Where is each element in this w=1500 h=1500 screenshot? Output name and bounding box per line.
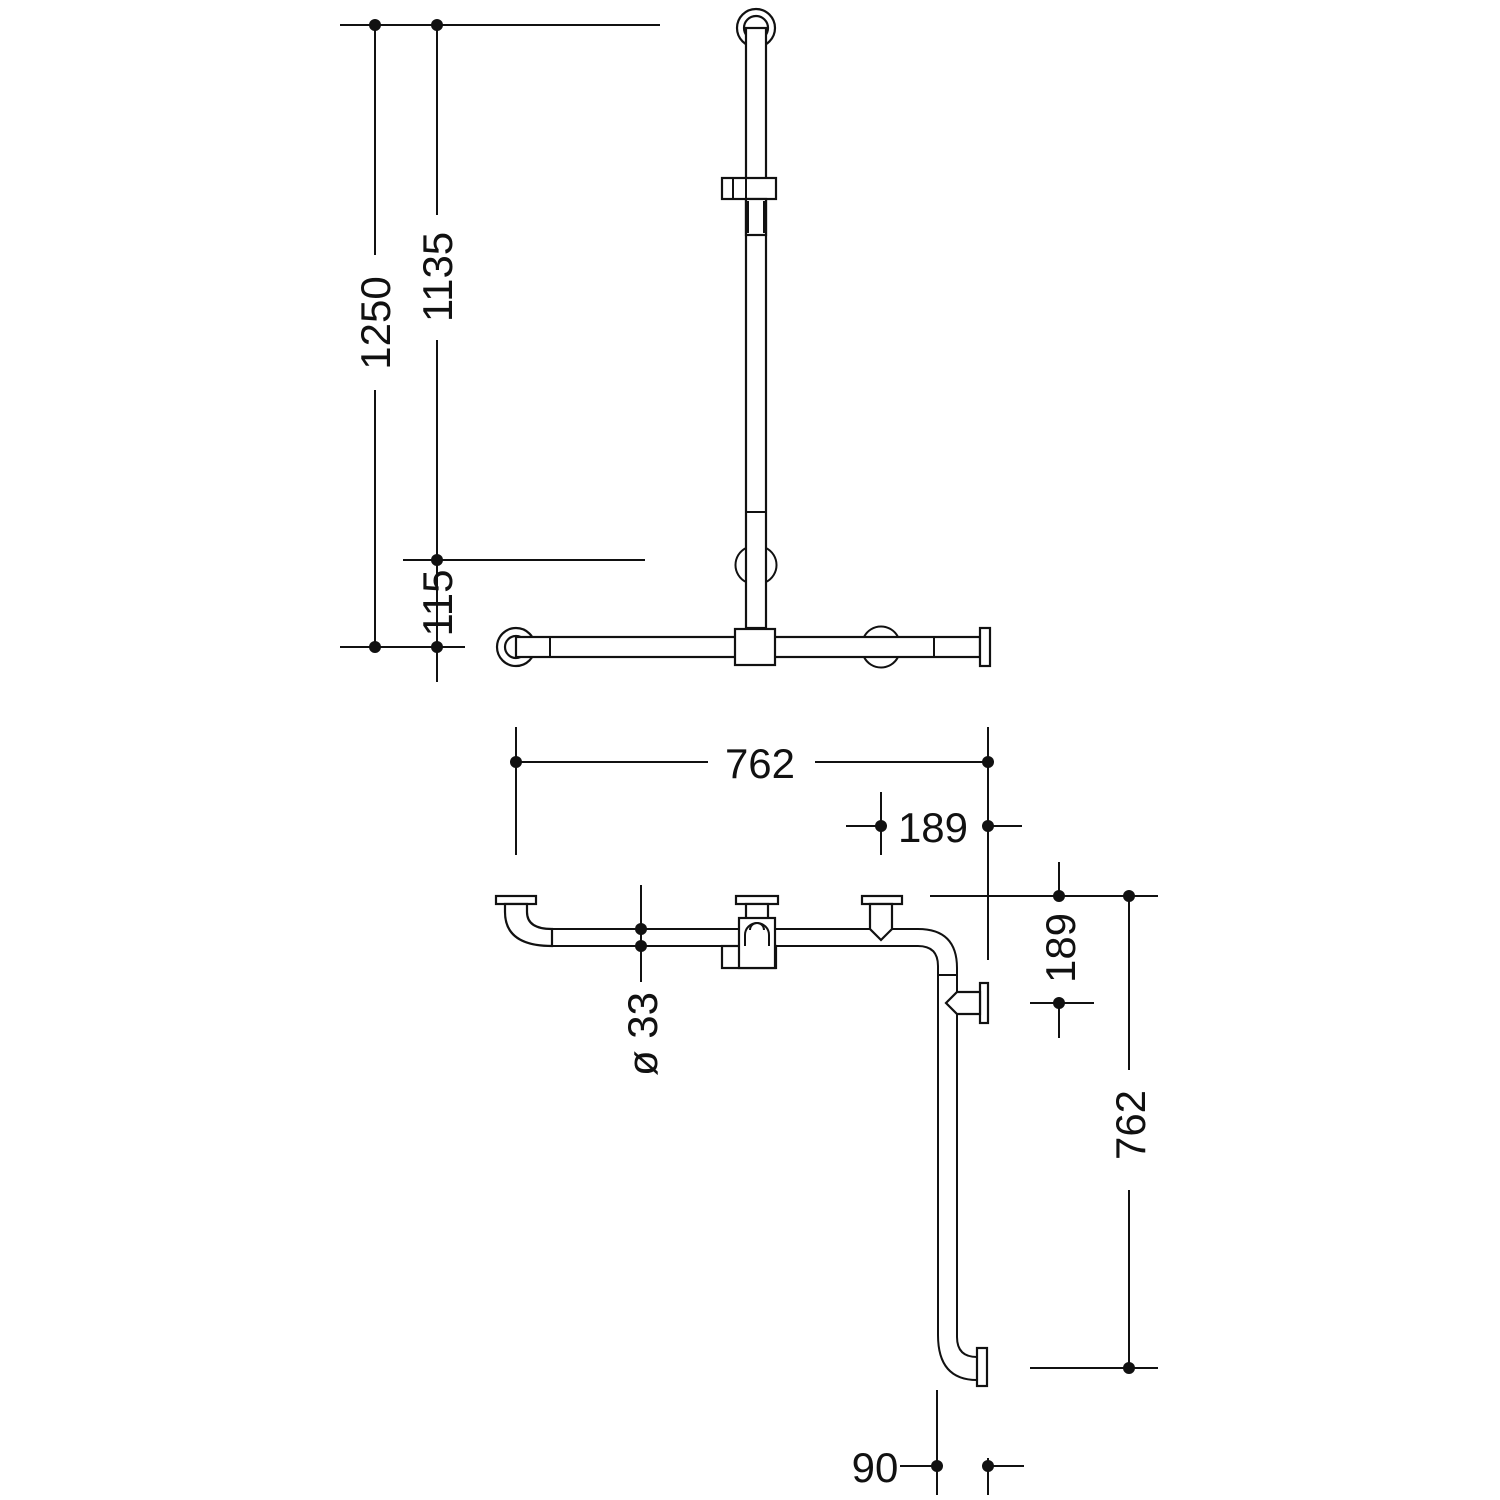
dimension-label-189-top: 189 [898, 804, 968, 851]
dimension-label-90: 90 [852, 1444, 899, 1491]
dimension-label-762-horizontal: 762 [725, 740, 795, 787]
shower-holder [720, 176, 778, 237]
l-rail-plan [494, 894, 990, 1388]
dimension-label-115: 115 [414, 570, 461, 637]
dimension-label-1250: 1250 [352, 276, 399, 369]
plan-view: 762 189 189 762 [494, 727, 1158, 1495]
dimension-label-189-right: 189 [1037, 913, 1084, 983]
elevation-view: 1250 1135 115 [340, 7, 992, 682]
dimension-label-762-vertical: 762 [1107, 1090, 1154, 1160]
dimension-diameter-33: ø 33 [619, 885, 666, 1076]
dimension-1250: 1250 [352, 19, 399, 653]
dimension-115: 115 [414, 560, 461, 682]
dimension-189-right: 189 [930, 862, 1158, 1038]
dimension-1135: 1135 [414, 19, 461, 566]
horizontal-bar [495, 625, 992, 669]
dimension-label-diameter-33: ø 33 [619, 992, 666, 1076]
dimension-label-1135: 1135 [414, 232, 461, 322]
dimension-189-top: 189 [846, 792, 1022, 855]
elevation-extension-lines [340, 24, 660, 648]
dimension-762-vertical: 762 [1030, 890, 1158, 1374]
dimension-762-horizontal: 762 [510, 727, 994, 960]
riser-rail [734, 7, 778, 630]
dimension-90: 90 [852, 1390, 1024, 1495]
